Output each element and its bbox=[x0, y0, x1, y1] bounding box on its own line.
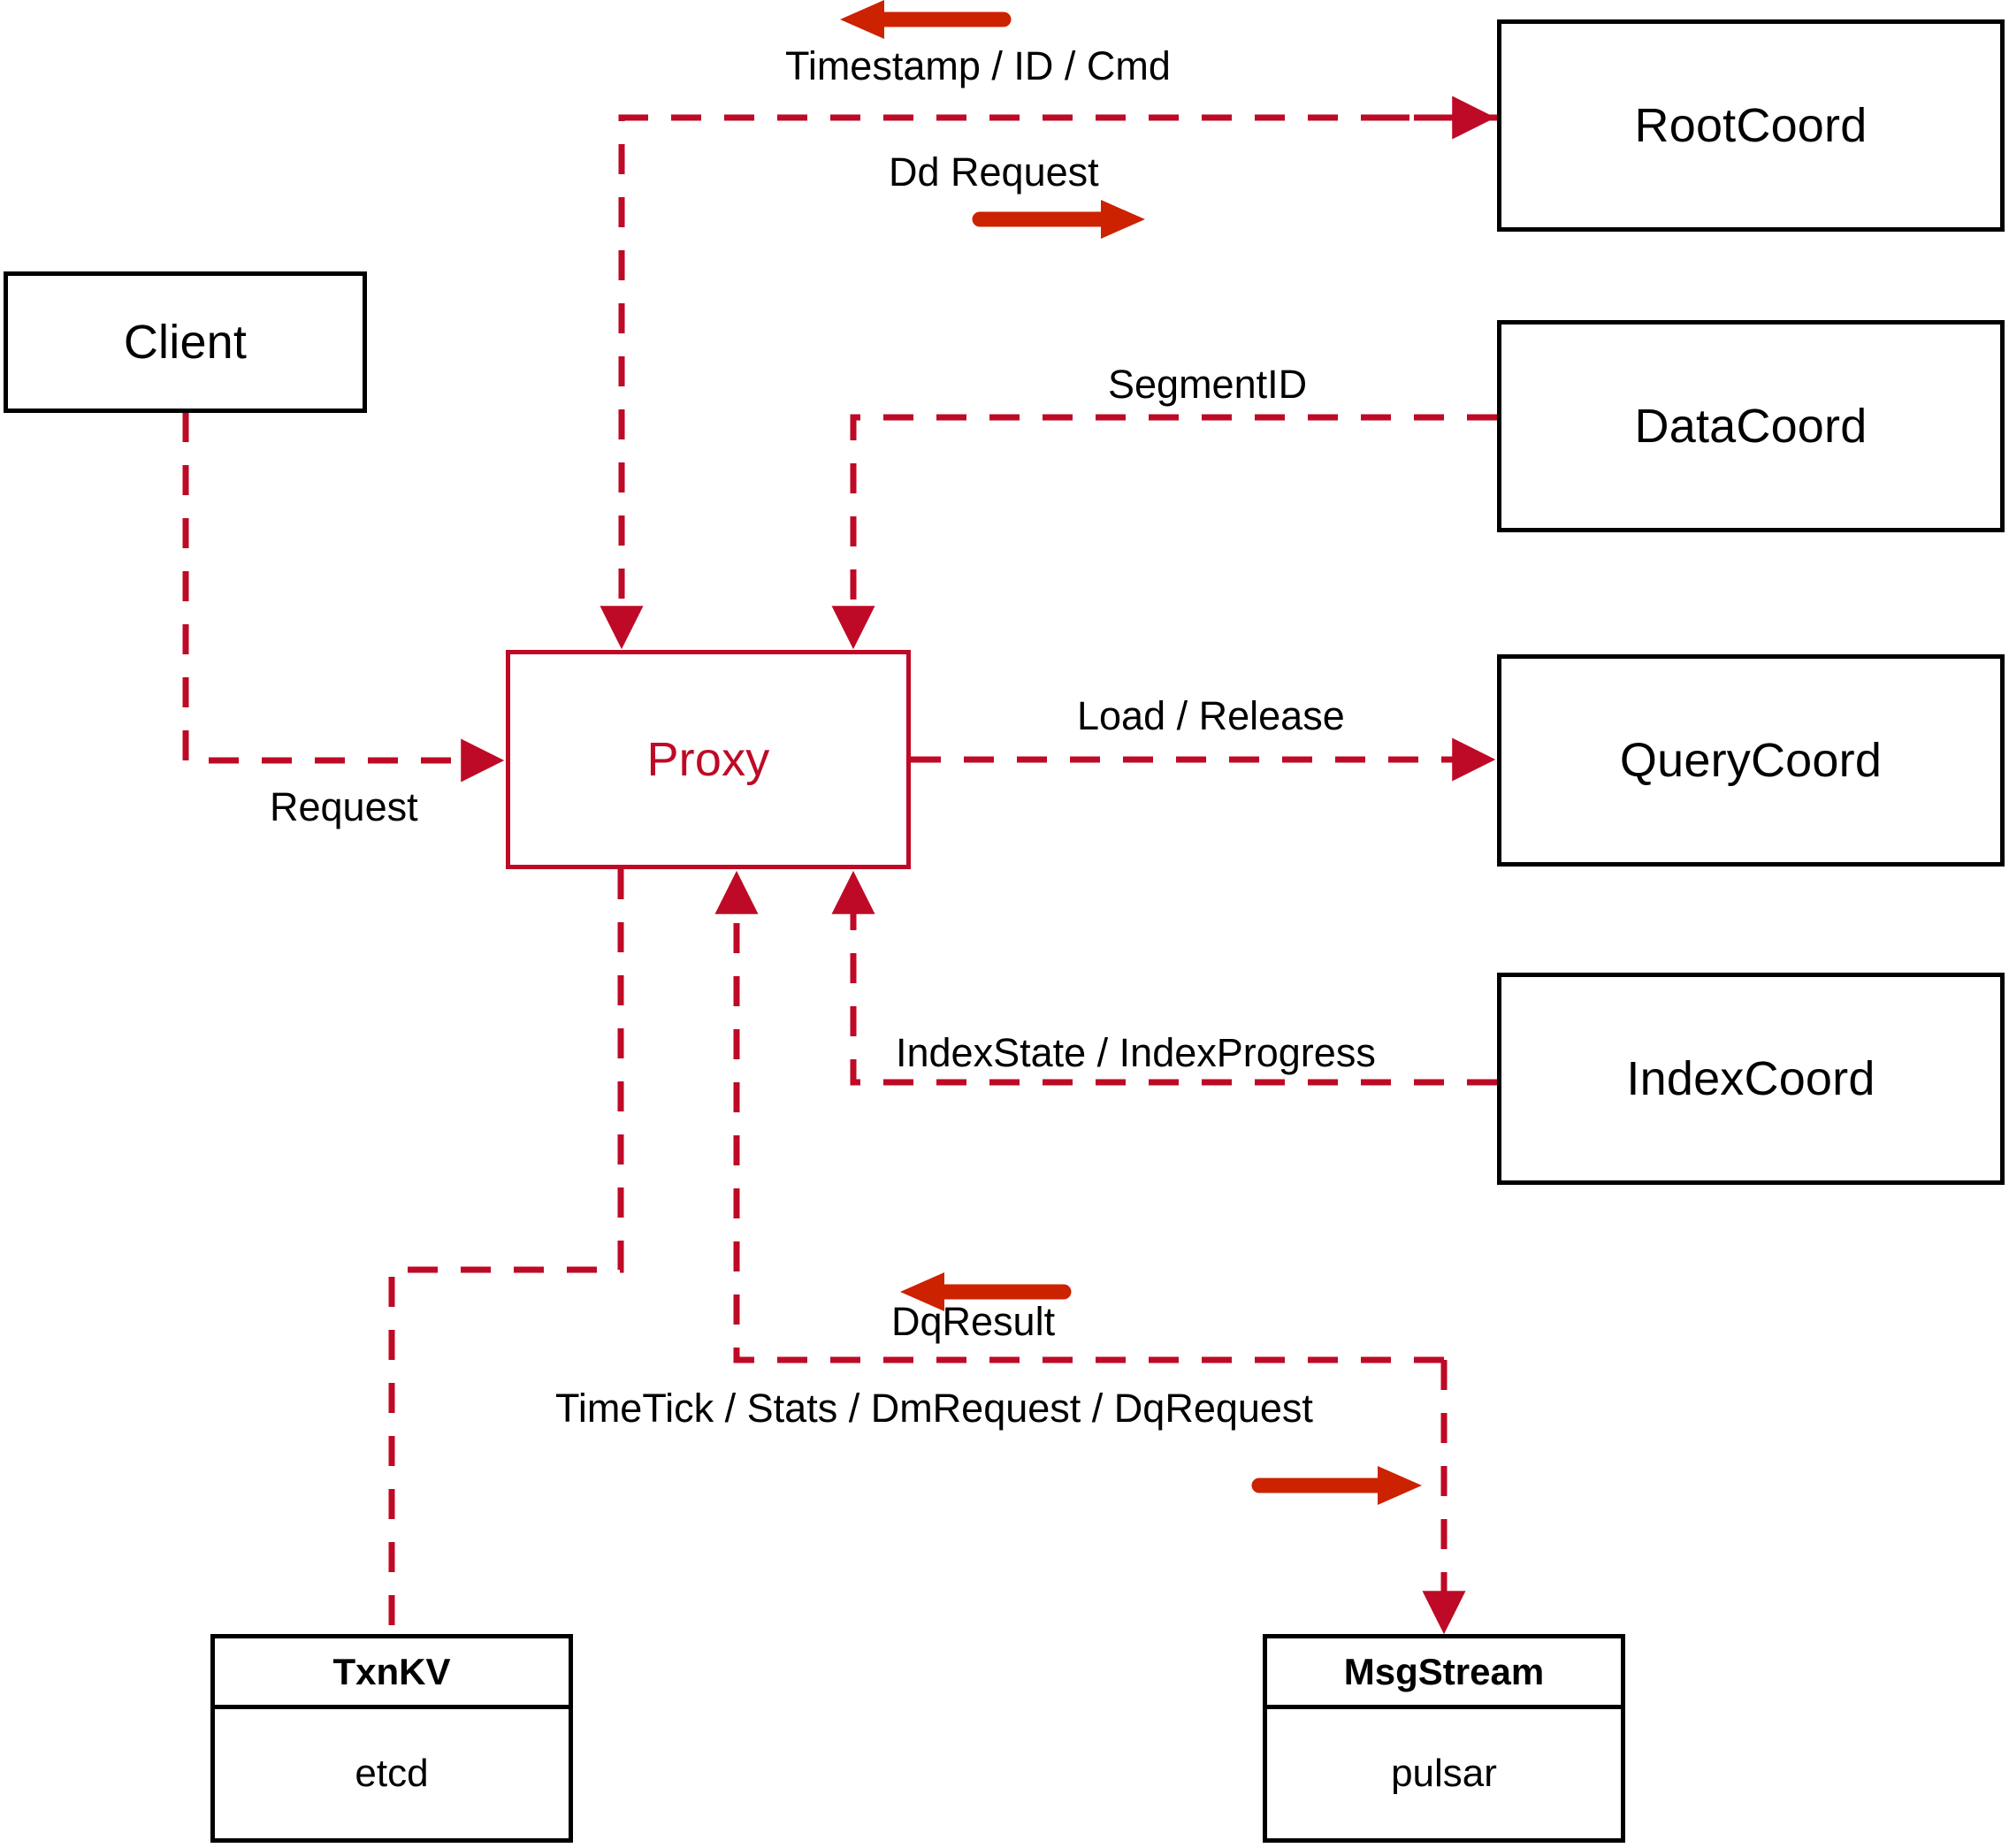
edge-proxy-to-txnkv bbox=[388, 869, 624, 1634]
edge-rootcoord-to-proxy bbox=[600, 114, 1497, 650]
node-txnkv-header: TxnKV bbox=[215, 1638, 569, 1709]
direction-arrow-timestamp-left-icon bbox=[840, 0, 1012, 39]
node-proxy[interactable]: Proxy bbox=[506, 650, 911, 869]
direction-arrow-dm-dq-request-right-icon bbox=[1251, 1466, 1422, 1505]
node-querycoord-label: QueryCoord bbox=[1619, 734, 1883, 787]
node-querycoord[interactable]: QueryCoord bbox=[1497, 654, 2005, 867]
direction-arrow-dd-request-right-icon bbox=[972, 200, 1145, 239]
node-indexcoord[interactable]: IndexCoord bbox=[1497, 973, 2005, 1185]
node-msgstream-body: pulsar bbox=[1267, 1709, 1621, 1838]
edge-datacoord-to-proxy bbox=[831, 414, 1497, 650]
node-client[interactable]: Client bbox=[4, 271, 367, 413]
edge-label-load-release: Load / Release bbox=[1077, 693, 1345, 738]
node-rootcoord-label: RootCoord bbox=[1634, 99, 1868, 152]
direction-arrow-dqresult-left-icon bbox=[900, 1272, 1072, 1311]
node-datacoord-label: DataCoord bbox=[1634, 400, 1868, 453]
node-indexcoord-label: IndexCoord bbox=[1626, 1052, 1875, 1105]
edge-label-request: Request bbox=[270, 784, 418, 829]
edge-indexcoord-to-proxy bbox=[831, 870, 1497, 1086]
edge-client-to-proxy bbox=[182, 412, 505, 783]
node-txnkv-body-label: etcd bbox=[355, 1752, 429, 1795]
node-msgstream[interactable]: MsgStream pulsar bbox=[1263, 1634, 1625, 1843]
edge-label-dd-request: Dd Request bbox=[889, 149, 1099, 195]
edge-label-dq-result: DqResult bbox=[891, 1299, 1056, 1344]
edge-label-timetick-stats-dm-dq: TimeTick / Stats / DmRequest / DqRequest bbox=[555, 1386, 1313, 1431]
node-txnkv[interactable]: TxnKV etcd bbox=[210, 1634, 573, 1843]
node-datacoord[interactable]: DataCoord bbox=[1497, 320, 2005, 532]
node-txnkv-header-label: TxnKV bbox=[332, 1650, 451, 1692]
node-client-label: Client bbox=[123, 316, 248, 369]
edge-msgstream-to-proxy bbox=[714, 870, 1444, 1363]
node-msgstream-body-label: pulsar bbox=[1391, 1752, 1497, 1795]
node-proxy-label: Proxy bbox=[646, 733, 770, 786]
edge-label-index-state-progress: IndexState / IndexProgress bbox=[896, 1030, 1376, 1075]
node-msgstream-header-label: MsgStream bbox=[1343, 1650, 1545, 1692]
edge-label-segment-id: SegmentID bbox=[1108, 362, 1308, 407]
node-rootcoord[interactable]: RootCoord bbox=[1497, 19, 2005, 232]
edge-label-timestamp-id-cmd: Timestamp / ID / Cmd bbox=[785, 43, 1171, 88]
node-txnkv-body: etcd bbox=[215, 1709, 569, 1838]
node-msgstream-header: MsgStream bbox=[1267, 1638, 1621, 1709]
